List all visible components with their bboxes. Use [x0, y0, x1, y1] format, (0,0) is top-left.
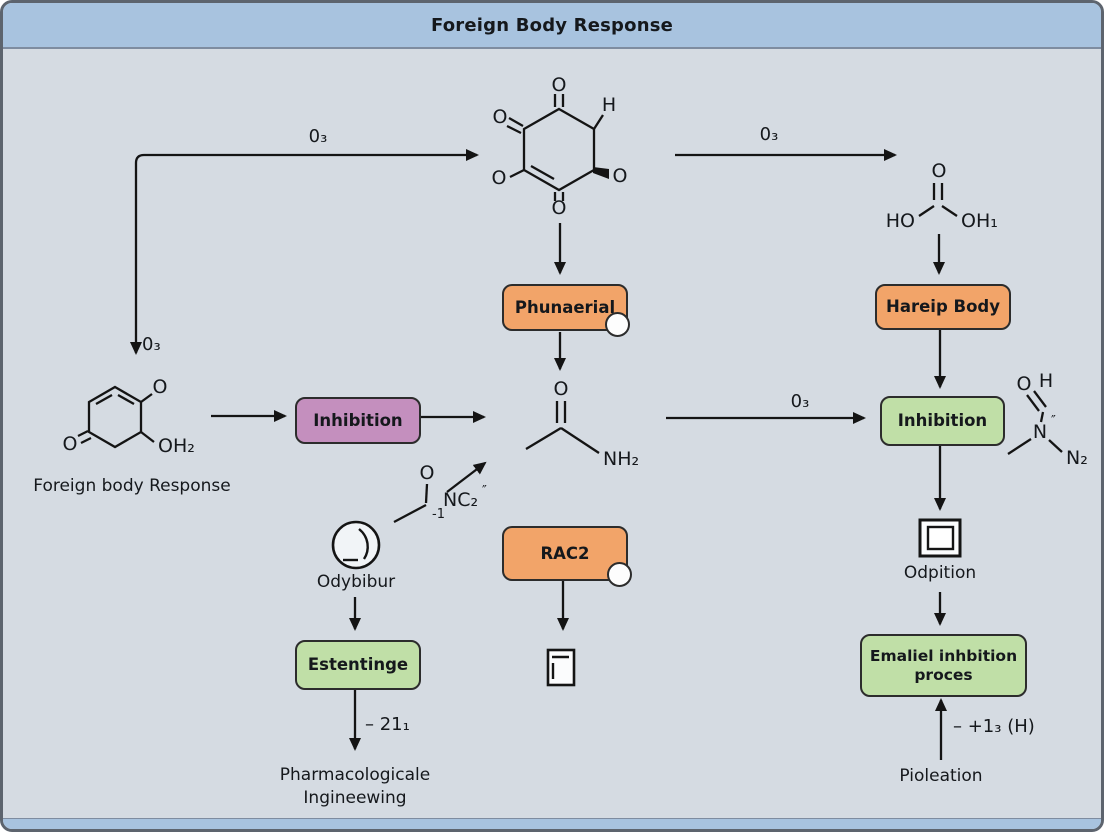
nc2-label: NC₂	[443, 489, 478, 511]
node-rac2-label: RAC2	[540, 543, 590, 563]
pharmacologicale-line2: Ingineewing	[303, 787, 407, 808]
pharmacologicale-label: Pharmacologicale Ingineewing	[255, 764, 455, 810]
odybibur-icon	[331, 520, 381, 570]
dmf-n-sup: ″	[1051, 414, 1056, 429]
foreign-body-label: Foreign body Response	[33, 476, 231, 496]
node-emaliel-line2: proces	[914, 665, 973, 684]
node-emaliel: Emaliel inhbition proces	[860, 634, 1027, 697]
node-inhibition-green: Inhibition	[880, 396, 1005, 446]
nc2-sup: ″	[482, 484, 487, 499]
phunaerial-badge-circle	[605, 312, 630, 337]
dmf-h: H	[1039, 370, 1053, 392]
odpition-icon	[918, 518, 962, 558]
node-estentinge-label: Estentinge	[307, 655, 409, 675]
node-emaliel-line1: Emaliel inhbition	[869, 647, 1018, 666]
acetamide-structure	[525, 401, 600, 454]
document-icon	[546, 648, 576, 687]
dmf-o: O	[1017, 373, 1032, 395]
node-phunaerial-label: Phunaerial	[514, 297, 616, 317]
footer-bar	[3, 818, 1101, 829]
quinone-o-upleft: O	[493, 106, 508, 128]
node-inhibition-purple: Inhibition	[295, 397, 421, 444]
node-estentinge: Estentinge	[295, 640, 421, 690]
page-title: Foreign Body Response	[430, 14, 674, 36]
dmf-n2: N₂	[1066, 447, 1088, 469]
dmf-structure	[1007, 390, 1063, 455]
o3-label-top-right: 0₃	[760, 124, 779, 145]
o3-label-top: 0₃	[309, 126, 328, 147]
node-inhibition-green-label: Inhibition	[897, 411, 988, 431]
acid-ho: HO	[886, 210, 915, 232]
node-hareip-body: Hareip Body	[875, 284, 1011, 330]
rac2-badge-circle	[607, 562, 632, 587]
diagram-layer: 0₃ 0₃ 0₃ 0₃ – 21₁ – +1₃ (H) O O H O O O	[63, 74, 1088, 760]
nc2-fragment	[393, 483, 429, 524]
node-inhibition-purple-label: Inhibition	[313, 410, 403, 430]
quinone-o-right: O	[613, 165, 628, 187]
quinone-o-top: O	[552, 74, 567, 96]
nc2-o: O	[420, 462, 435, 484]
enone-o-left: O	[63, 433, 78, 455]
node-hareip-body-label: Hareip Body	[886, 297, 1000, 317]
plus-1-h-label: – +1₃ (H)	[953, 716, 1035, 737]
quinone-o-bottom: O	[552, 197, 567, 219]
title-bar: Foreign Body Response	[3, 3, 1101, 49]
wedge-bond	[593, 167, 609, 179]
quinone-h: H	[602, 94, 616, 116]
nc2-minus1: -1	[432, 507, 445, 522]
o3-label-left: 0₃	[142, 334, 161, 355]
cyclohexenone-structure	[77, 385, 155, 449]
connector-arrows	[130, 149, 947, 760]
minus-21-label: – 21₁	[365, 714, 410, 735]
pioleation-label: Pioleation	[899, 766, 983, 786]
enone-o-top: O	[153, 376, 168, 398]
o3-label-mid: 0₃	[791, 391, 810, 412]
amide-o: O	[554, 378, 569, 400]
amide-nh2: NH₂	[603, 448, 639, 470]
acid-oh1: OH₁	[961, 210, 998, 232]
odybibur-label: Odybibur	[316, 572, 396, 592]
dmf-n: N	[1033, 421, 1047, 443]
odpition-label: Odpition	[903, 563, 977, 583]
carbonic-acid-structure	[918, 183, 958, 217]
quinone-o-lowleft: O	[492, 167, 507, 189]
quinone-structure	[506, 94, 609, 201]
arrow-branch-right	[134, 149, 479, 164]
arrow-nc2-to-amide	[446, 461, 487, 493]
pharmacologicale-line1: Pharmacologicale	[279, 765, 431, 785]
acid-o: O	[932, 160, 947, 182]
enone-oh2: OH₂	[158, 435, 195, 457]
